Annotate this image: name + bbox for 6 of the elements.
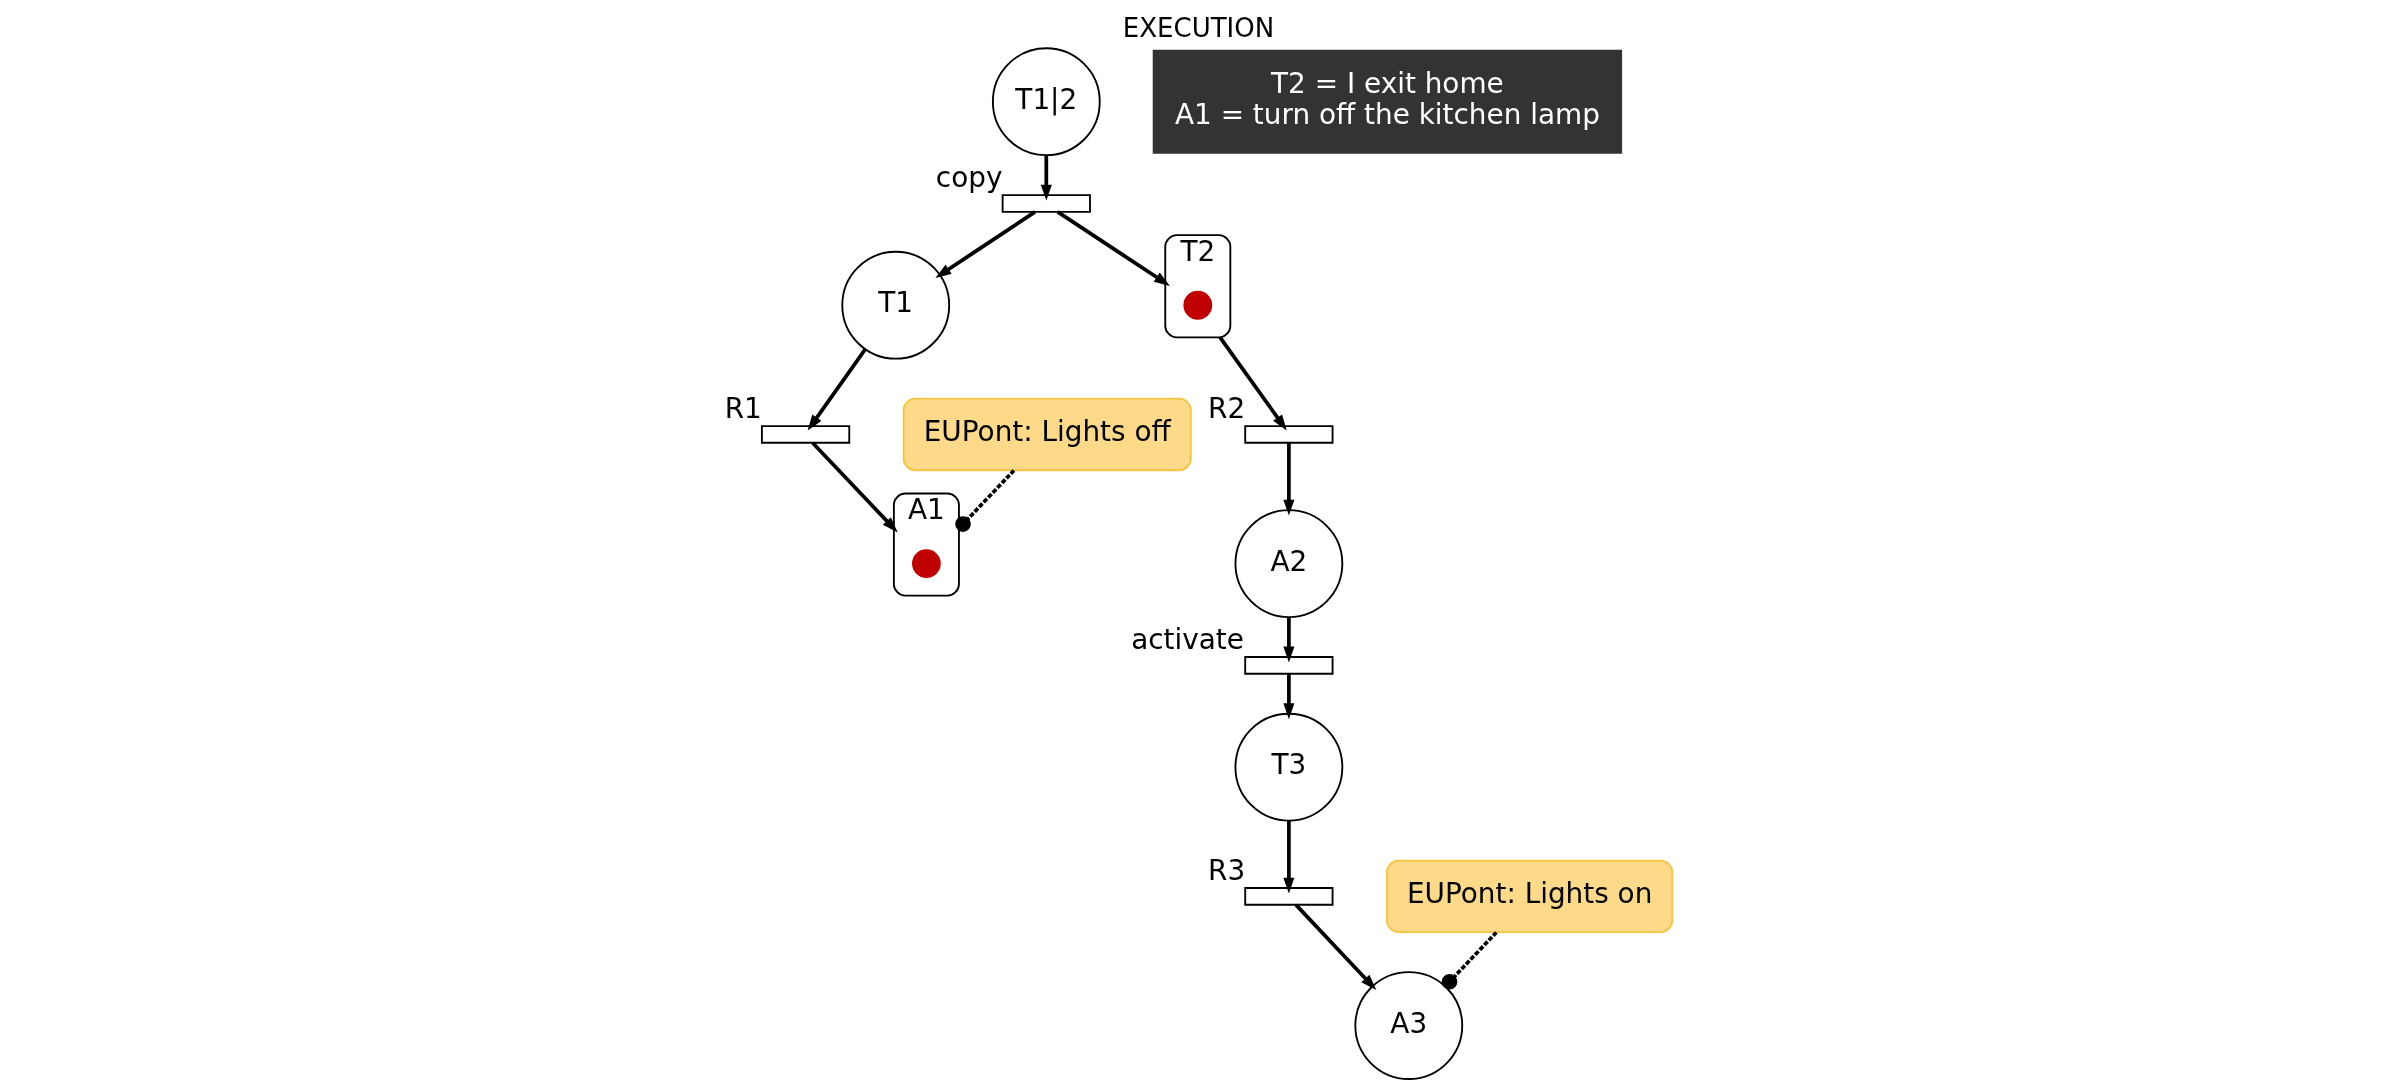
node-label: R2	[1208, 391, 1246, 425]
node-label: activate	[1131, 622, 1244, 656]
node-label: R1	[724, 391, 762, 425]
node-label: R3	[1208, 853, 1246, 887]
node-label: copy	[935, 160, 1003, 194]
diagram-title: EXECUTION	[1122, 12, 1275, 43]
